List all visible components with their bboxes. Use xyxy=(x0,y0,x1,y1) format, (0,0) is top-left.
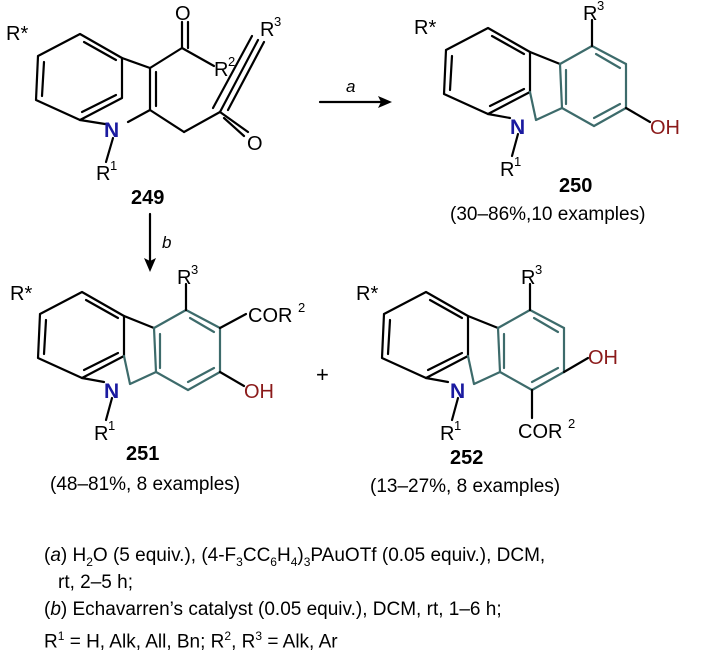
r1-label: R xyxy=(440,423,454,445)
plus-sign: + xyxy=(316,362,329,387)
r1-label: R xyxy=(96,163,110,185)
compound-251: R* N R 1 R 3 COR 2 OH 251 (48–81%, 8 exa… xyxy=(10,262,305,495)
cor2-sup: 2 xyxy=(568,416,575,431)
hydroxyl-label: OH xyxy=(244,381,274,403)
arrow-a: a xyxy=(318,77,392,108)
nitrogen-label: N xyxy=(450,380,465,403)
compound-250: R* N R 1 R 3 OH 250 (30–86%,10 examples) xyxy=(414,0,680,225)
r-star-label: R* xyxy=(414,17,436,39)
cor2-label: COR xyxy=(248,305,292,327)
substituent-definitions: R1 = H, Alk, All, Bn; R2, R3 = Alk, Ar xyxy=(44,629,338,653)
hydroxyl-label: OH xyxy=(650,117,680,139)
r3-sup: 3 xyxy=(535,262,542,277)
r1-sup: 1 xyxy=(110,158,117,173)
hydroxyl-label: OH xyxy=(588,347,618,369)
nitrogen-label: N xyxy=(510,116,525,139)
r3-label: R xyxy=(260,19,274,41)
r3-label: R xyxy=(521,267,535,289)
r3-label: R xyxy=(583,3,597,25)
compound-252: R* N R 1 R 3 OH COR 2 252 (13–27%, 8 exa… xyxy=(356,262,618,497)
condition-b-line: (b) Echavarren’s catalyst (0.05 equiv.),… xyxy=(44,599,502,620)
condition-b-tag: b xyxy=(50,599,61,620)
ketone-oxygen: O xyxy=(175,3,191,25)
cor2-label: COR xyxy=(518,421,562,443)
compound-250-yield: (30–86%,10 examples) xyxy=(450,204,645,225)
arrow-b: b xyxy=(144,212,171,272)
r1-sup: 1 xyxy=(108,418,115,433)
cor2-sup: 2 xyxy=(298,300,305,315)
r-star-label: R* xyxy=(356,283,378,305)
condition-a-tag: a xyxy=(50,545,61,566)
condition-a-line-2: rt, 2–5 h; xyxy=(58,572,133,593)
ketone2-oxygen: O xyxy=(247,133,263,155)
compound-252-number: 252 xyxy=(450,447,483,469)
condition-a-line-1: (a) H2O (5 equiv.), (4-F3CC6H4)3PAuOTf (… xyxy=(44,545,546,569)
r3-sup: 3 xyxy=(597,0,604,13)
nitrogen-label: N xyxy=(104,380,119,403)
r3-sup: 3 xyxy=(274,14,281,29)
r3-label: R xyxy=(177,267,191,289)
r1-sup: 1 xyxy=(514,154,521,169)
r3-sup: 3 xyxy=(191,262,198,277)
compound-251-number: 251 xyxy=(126,443,159,465)
r1-label: R xyxy=(94,423,108,445)
compound-249: R* N R 1 O R 2 O R 3 249 xyxy=(6,3,281,209)
arrow-b-label: b xyxy=(162,233,171,252)
compound-249-number: 249 xyxy=(131,187,164,209)
reaction-scheme: R* N R 1 O R 2 O R 3 249 a R* xyxy=(6,0,680,497)
compound-252-yield: (13–27%, 8 examples) xyxy=(370,476,560,497)
arrow-a-label: a xyxy=(346,77,355,96)
r1-sup: 1 xyxy=(454,418,461,433)
compound-250-number: 250 xyxy=(559,175,592,197)
r-star-label: R* xyxy=(10,283,32,305)
r2-label: R xyxy=(214,59,228,81)
nitrogen-label: N xyxy=(104,119,119,142)
r-star-label: R* xyxy=(6,23,28,45)
r2-sup: 2 xyxy=(228,54,235,69)
compound-251-yield: (48–81%, 8 examples) xyxy=(50,474,240,495)
r1-label: R xyxy=(500,159,514,181)
